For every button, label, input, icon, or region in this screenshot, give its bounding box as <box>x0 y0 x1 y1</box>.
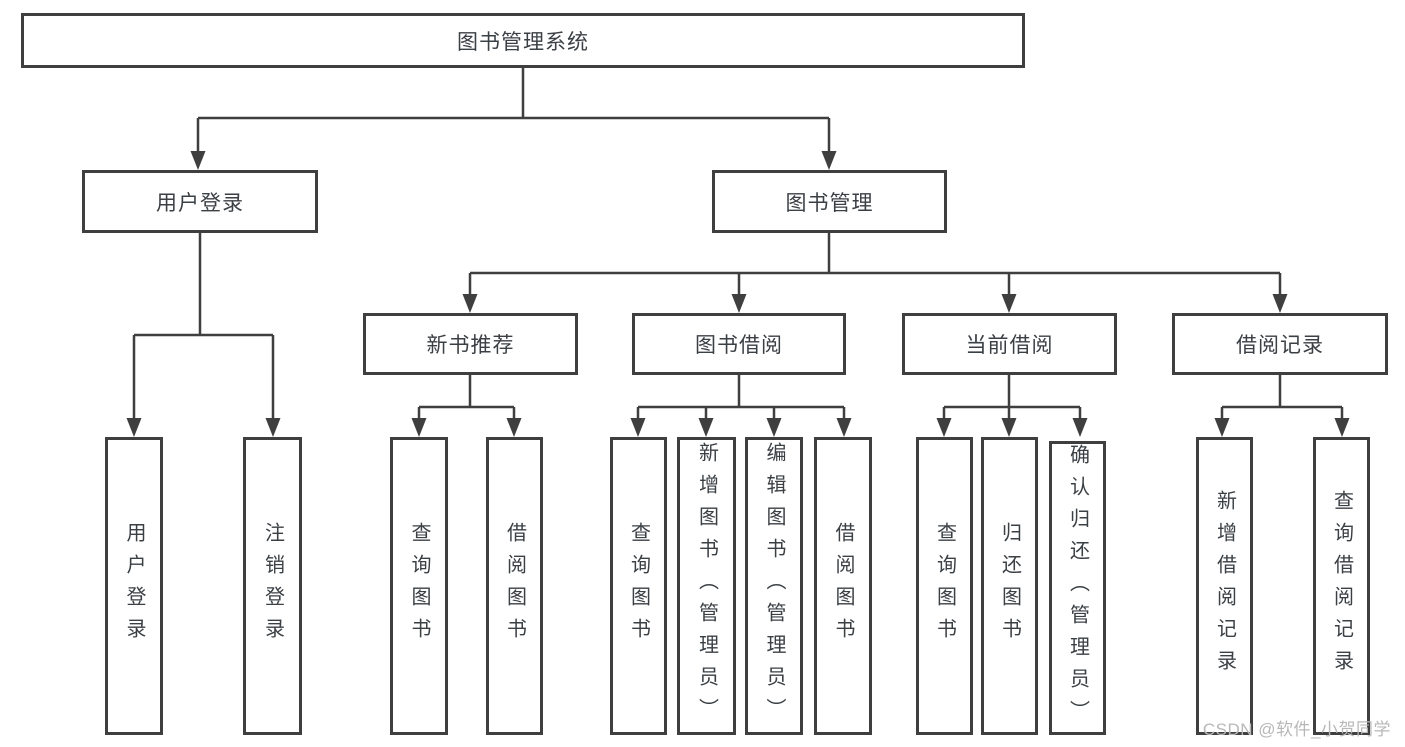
leaf-confirm-return-admin: 确认归还（管理员） <box>1049 441 1106 735</box>
leaf-label: 编辑图书（管理员） <box>763 442 785 730</box>
arrowhead <box>411 418 427 437</box>
arrowhead <box>126 418 142 437</box>
leaf-query-borrow-record: 查询借阅记录 <box>1313 437 1370 735</box>
node-label: 图书管理 <box>785 191 874 215</box>
arrowhead <box>190 151 206 170</box>
node-label: 当前借阅 <box>965 334 1054 357</box>
node-current-borrowing: 当前借阅 <box>902 313 1117 375</box>
leaf-user-login: 用户登录 <box>105 437 163 735</box>
arrowhead <box>1272 294 1288 313</box>
arrowhead <box>1001 294 1017 313</box>
leaf-label: 查询借阅记录 <box>1330 490 1353 682</box>
leaf-return-books: 归还图书 <box>981 437 1038 735</box>
node-root: 图书管理系统 <box>21 13 1025 68</box>
leaf-label: 新增借阅记录 <box>1213 490 1236 682</box>
arrowhead <box>698 418 714 437</box>
node-book-management: 图书管理 <box>712 170 947 233</box>
leaf-logout: 注销登录 <box>243 437 302 735</box>
leaf-borrow-books-recommend: 借阅图书 <box>486 437 543 735</box>
arrowhead <box>731 294 747 313</box>
leaf-add-borrow-record: 新增借阅记录 <box>1196 437 1253 735</box>
csdn-watermark: CSDN @软件_小贺同学 <box>1202 720 1391 739</box>
leaf-label: 查询图书 <box>408 522 430 650</box>
node-user-login: 用户登录 <box>82 170 318 233</box>
leaf-label: 确认归还（管理员） <box>1066 444 1089 732</box>
node-book-borrowing: 图书借阅 <box>632 313 846 375</box>
arrowhead <box>836 418 852 437</box>
leaf-label: 用户登录 <box>123 522 145 650</box>
node-label: 图书管理系统 <box>457 30 589 54</box>
node-label: 用户登录 <box>156 191 244 215</box>
arrowhead <box>1214 418 1230 437</box>
node-label: 图书借阅 <box>695 334 783 357</box>
node-label: 借阅记录 <box>1236 334 1324 357</box>
node-new-book-recommend: 新书推荐 <box>363 313 578 375</box>
arrowhead <box>936 418 952 437</box>
arrowhead <box>265 418 281 437</box>
leaf-label: 查询图书 <box>933 522 956 650</box>
node-label: 新书推荐 <box>426 334 515 357</box>
leaf-label: 注销登录 <box>261 522 284 650</box>
arrowhead <box>1001 418 1017 437</box>
arrowhead <box>1334 418 1350 437</box>
leaf-query-books-borrowing: 查询图书 <box>610 437 667 735</box>
leaf-add-books-admin: 新增图书（管理员） <box>677 437 736 735</box>
arrowhead <box>1072 418 1088 437</box>
leaf-label: 借阅图书 <box>503 522 526 650</box>
arrowhead <box>462 294 478 313</box>
node-borrowing-records: 借阅记录 <box>1172 313 1388 375</box>
arrowhead <box>766 418 782 437</box>
leaf-query-books-recommend: 查询图书 <box>390 437 448 735</box>
leaf-label: 归还图书 <box>998 522 1021 650</box>
leaf-query-books-current: 查询图书 <box>916 437 973 735</box>
leaf-label: 新增图书（管理员） <box>695 442 718 730</box>
arrowhead <box>506 418 522 437</box>
arrowhead <box>630 418 646 437</box>
leaf-label: 查询图书 <box>627 522 650 650</box>
leaf-borrow-books: 借阅图书 <box>814 437 872 735</box>
leaf-edit-books-admin: 编辑图书（管理员） <box>745 437 803 735</box>
leaf-label: 借阅图书 <box>832 522 854 650</box>
arrowhead <box>821 151 837 170</box>
